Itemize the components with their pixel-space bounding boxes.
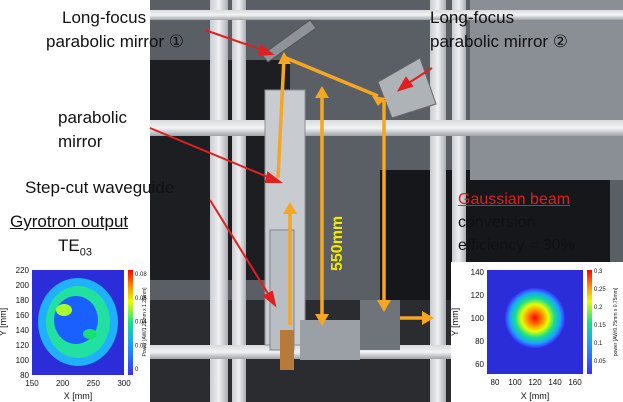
distance-label: 550mm <box>329 215 346 271</box>
gyrotron-tube <box>280 330 294 370</box>
right-colorbar <box>587 270 592 374</box>
frame-column-1 <box>210 0 228 402</box>
parabolic-mirror-1 <box>261 19 317 63</box>
right-y-tick: 120 <box>471 291 485 300</box>
right-x-tick: 80 <box>491 378 500 387</box>
right-cbar-tick: 0.2 <box>594 305 603 311</box>
right-gaussian-spot <box>505 288 565 348</box>
te-mode-label: TE03 <box>58 236 92 259</box>
left-cbar-tick: 0.08 <box>135 272 147 278</box>
left-cbar-label: Power [AW/1.25mm x 1.25mm] <box>142 287 148 357</box>
right-ylabel: Y [mm] <box>451 308 460 336</box>
left-cbar-tick: 0 <box>135 367 139 373</box>
right-x-tick: 100 <box>508 378 522 387</box>
frame-column-3 <box>430 0 446 402</box>
detector-stand <box>360 300 400 350</box>
waveguide-label: Step-cut waveguide <box>25 178 175 197</box>
mirror-1-label-line2: parabolic mirror ① <box>46 32 185 51</box>
left-intensity-spot <box>56 304 72 316</box>
left-y-tick: 180 <box>16 296 30 305</box>
left-y-tick: 160 <box>16 311 30 320</box>
left-x-tick: 150 <box>25 379 39 388</box>
mirror-2-label-line1: Long-focus <box>430 8 515 27</box>
frame-beam-top <box>150 10 623 20</box>
left-cbar-tick: 0.02 <box>135 343 147 349</box>
left-y-tick: 100 <box>16 356 30 365</box>
right-y-tick: 100 <box>471 314 485 323</box>
left-y-tick: 80 <box>20 371 29 380</box>
left-xlabel: X [mm] <box>64 391 93 401</box>
right-y-tick: 60 <box>475 360 484 369</box>
right-cbar-tick: 0.15 <box>594 323 606 329</box>
right-x-tick: 140 <box>548 378 562 387</box>
left-ylabel: Y [mm] <box>0 308 8 336</box>
base-block <box>300 320 360 360</box>
frame-beam-1 <box>150 120 623 136</box>
efficiency-label: efficiency = 30% <box>458 237 575 254</box>
left-intensity-spot-2 <box>83 329 97 339</box>
left-y-tick: 120 <box>16 341 30 350</box>
left-x-tick: 300 <box>117 379 131 388</box>
left-cbar-tick: 0.04 <box>135 320 147 326</box>
mirror-2-label-line2: parabolic mirror ② <box>430 32 569 51</box>
right-cbar-tick: 0.05 <box>594 359 606 365</box>
conversion-label: conversion <box>458 214 536 231</box>
parabolic-label-line2: mirror <box>58 132 103 151</box>
right-y-tick: 140 <box>471 268 485 277</box>
left-x-tick: 200 <box>56 379 70 388</box>
beam-arrowheads <box>278 52 434 326</box>
beam-path <box>276 56 425 325</box>
left-y-tick: 200 <box>16 281 30 290</box>
left-cbar-tick: 0.06 <box>135 296 147 302</box>
left-colorbar <box>128 270 133 375</box>
gaussian-beam-plot: 80 100 120 140 160 140 120 100 80 60 0.3 0.25 0.2 0… <box>451 262 623 402</box>
pointer-arrows <box>149 29 433 308</box>
right-cbar-tick: 0.25 <box>594 287 606 293</box>
gaussian-beam-title: Gaussian beam <box>458 191 571 208</box>
right-cbar-label: power [AW/0.75mm x 0.75mm] <box>613 287 619 356</box>
gyrotron-output-plot: 150 200 250 300 220 200 180 160 140 120 100 80 0.0… <box>0 262 150 402</box>
right-x-tick: 120 <box>528 378 542 387</box>
right-cbar-tick: 0.1 <box>594 341 603 347</box>
right-x-tick: 160 <box>568 378 582 387</box>
parabolic-label-line1: parabolic <box>58 108 127 127</box>
back-wall <box>470 0 623 180</box>
left-y-tick: 140 <box>16 326 30 335</box>
right-cbar-tick: 0.3 <box>594 269 603 275</box>
left-y-tick: 220 <box>16 266 30 275</box>
left-x-tick: 250 <box>87 379 101 388</box>
right-xlabel: X [mm] <box>521 391 550 401</box>
mirror-1-label-line1: Long-focus <box>62 8 147 27</box>
right-y-tick: 80 <box>475 337 484 346</box>
frame-column-2 <box>232 0 246 402</box>
gyrotron-output-title: Gyrotron output <box>10 212 129 231</box>
